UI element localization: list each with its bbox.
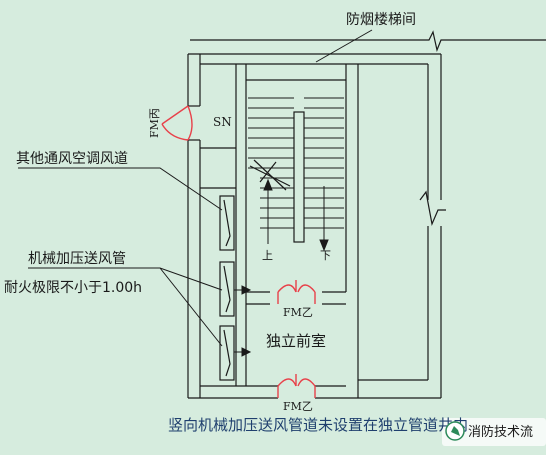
- watermark: 消防技术流: [445, 421, 533, 441]
- duct-pressure-1: [219, 261, 235, 317]
- duct-other: [219, 195, 235, 251]
- leader-lines: [18, 29, 373, 347]
- stair-handrail: [249, 111, 305, 243]
- stair-direction-arrows: [263, 178, 329, 252]
- supply-arrows: [234, 285, 252, 357]
- duct-pressure-2: [219, 325, 235, 381]
- fire-rating-label: 耐火极限不小于1.00h: [4, 280, 142, 296]
- diagram-caption: 竖向机械加压送风管道未设置在独立管道井内: [168, 416, 468, 434]
- outer-walls: [187, 53, 441, 399]
- door-fm-yi-top: [277, 280, 316, 304]
- door-fm-yi-top-label: FM乙: [283, 306, 313, 319]
- door-fm-bing-label: FM丙: [148, 108, 161, 138]
- stair-up-label: 上: [262, 249, 273, 262]
- door-fm-yi-bottom-label: FM乙: [283, 400, 313, 413]
- stairwell-label: 防烟楼梯间: [346, 12, 416, 28]
- sn-label: SN: [213, 115, 232, 129]
- top-boundary: [190, 30, 546, 53]
- stair-down-label: 下: [320, 249, 331, 262]
- anteroom-label: 独立前室: [266, 332, 326, 350]
- watermark-text: 消防技术流: [468, 424, 533, 440]
- stairwell-walls: [246, 64, 359, 380]
- door-fm-bing: [161, 105, 193, 141]
- door-fm-yi-bottom: [277, 374, 316, 398]
- pressure-duct-label: 机械加压送风管: [28, 251, 126, 267]
- stair-treads: [248, 97, 344, 229]
- right-walls: [357, 54, 446, 399]
- other-duct-label: 其他通风空调风道: [16, 151, 128, 167]
- shaft-walls: [200, 64, 247, 386]
- watermark-flame-icon: [451, 426, 460, 436]
